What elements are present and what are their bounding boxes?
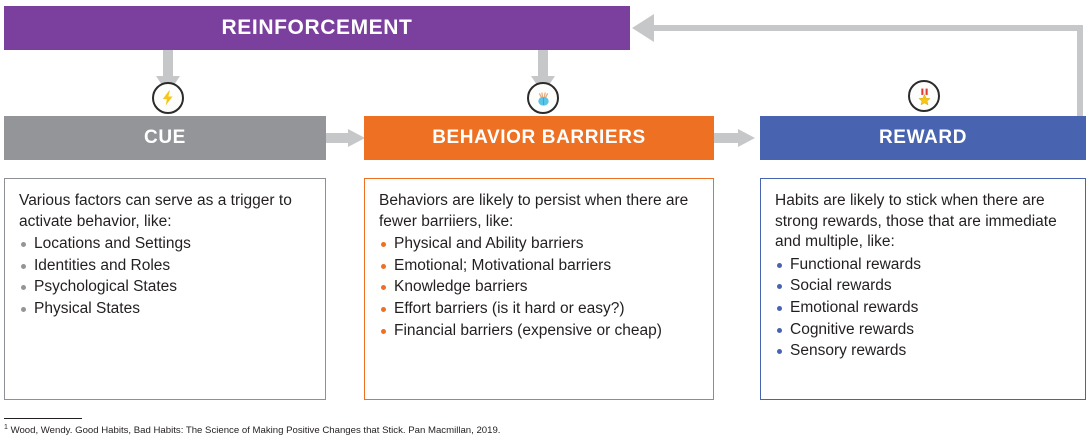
column-header-cue: CUE [4, 116, 326, 160]
list-item: Physical States [19, 299, 311, 320]
medal-star-icon [908, 80, 940, 112]
list-item: Locations and Settings [19, 234, 311, 255]
column-body-behavior: Behaviors are likely to persist when the… [364, 178, 714, 400]
column-header-label: REWARD [878, 127, 968, 148]
list-item: Social rewards [775, 276, 1071, 297]
list-item: Cognitive rewards [775, 320, 1071, 341]
column-list-cue: Locations and Settings Identities and Ro… [19, 234, 311, 319]
footnote-text: 1 Wood, Wendy. Good Habits, Bad Habits: … [4, 424, 1084, 437]
column-header-label: CUE [144, 127, 186, 148]
list-item: Effort barriers (is it hard or easy?) [379, 299, 699, 320]
behavior-to-reward-arrow [714, 129, 755, 147]
column-reward: REWARD Habits are likely to stick when t… [760, 116, 1086, 400]
footnote: 1 Wood, Wendy. Good Habits, Bad Habits: … [4, 418, 1084, 437]
column-intro-cue: Various factors can serve as a trigger t… [19, 192, 292, 230]
list-item: Physical and Ability barriers [379, 234, 699, 255]
column-body-cue: Various factors can serve as a trigger t… [4, 178, 326, 400]
footnote-citation: Wood, Wendy. Good Habits, Bad Habits: Th… [10, 425, 501, 437]
reinforcement-title: REINFORCEMENT [221, 16, 413, 39]
column-body-reward: Habits are likely to stick when there ar… [760, 178, 1086, 400]
list-item: Sensory rewards [775, 341, 1071, 362]
reinforcement-banner: REINFORCEMENT [4, 6, 630, 50]
column-cue: CUE Various factors can serve as a trigg… [4, 116, 326, 400]
column-list-reward: Functional rewards Social rewards Emotio… [775, 255, 1071, 362]
footnote-marker: 1 [4, 424, 8, 431]
lightning-bolt-icon [152, 82, 184, 114]
list-item: Financial barriers (expensive or cheap) [379, 321, 699, 342]
column-list-behavior: Physical and Ability barriers Emotional;… [379, 234, 699, 341]
list-item: Functional rewards [775, 255, 1071, 276]
column-intro-behavior: Behaviors are likely to persist when the… [379, 192, 689, 230]
brain-icon [527, 82, 559, 114]
column-header-behavior: BEHAVIOR BARRIERS [364, 116, 714, 160]
list-item: Emotional; Motivational barriers [379, 256, 699, 277]
column-behavior-barriers: BEHAVIOR BARRIERS Behaviors are likely t… [364, 116, 714, 400]
list-item: Knowledge barriers [379, 277, 699, 298]
column-header-label: BEHAVIOR BARRIERS [432, 127, 646, 148]
column-intro-reward: Habits are likely to stick when there ar… [775, 192, 1057, 251]
list-item: Emotional rewards [775, 298, 1071, 319]
footnote-divider [4, 418, 82, 419]
cue-to-behavior-arrow [324, 129, 365, 147]
column-header-reward: REWARD [760, 116, 1086, 160]
list-item: Psychological States [19, 277, 311, 298]
list-item: Identities and Roles [19, 256, 311, 277]
